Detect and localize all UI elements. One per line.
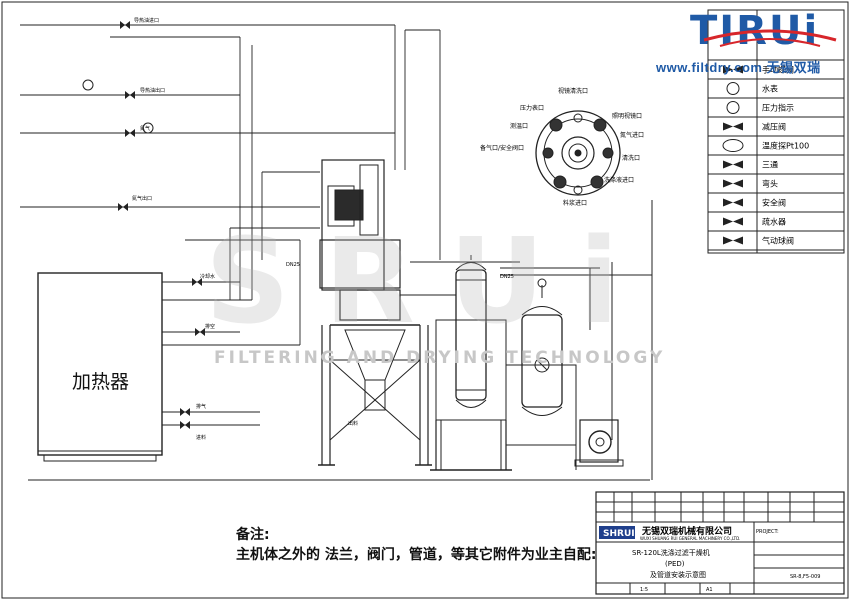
title-block-project: PROJECT: <box>756 529 779 535</box>
title-block-drawing-line1: SR-120L洗涤过滤干燥机 <box>632 548 710 557</box>
safety-icon <box>723 198 743 207</box>
title-block-company-en: WUXI SHUANG RUI GENERAL MACHINERY CO.,LT… <box>640 536 740 541</box>
legend-label: 减压阀 <box>762 122 786 132</box>
reducer-icon <box>723 122 743 131</box>
gauge-symbol-1 <box>82 79 94 91</box>
legend-label: 疏水器 <box>762 217 786 227</box>
brand-url-text: www.filtdry.com <box>656 60 763 75</box>
top-view-label-b: 压力表口 <box>520 104 544 112</box>
top-view-label-i: 料浆进口 <box>563 199 587 207</box>
pipe-label-1: 导热油进口 <box>134 17 159 24</box>
top-view-label-e: 氮气进口 <box>620 131 644 139</box>
logo-swoosh-icon <box>703 29 837 47</box>
top-view-label-c: 照明视镜口 <box>612 112 642 120</box>
brand-cn: 无锡双瑞 <box>766 60 821 75</box>
pneumatic-icon <box>723 236 743 245</box>
pipe-label-dn25b: DN25 <box>500 274 514 280</box>
TIC-icon <box>722 139 744 152</box>
pipe-label-5: 冷却水 <box>200 273 215 280</box>
top-view-label-h: 洗涤液进口 <box>604 176 634 184</box>
top-view <box>535 110 621 196</box>
title-block-scale: 1:5 <box>640 587 648 593</box>
watermark-text: FILTERING AND DRYING TECHNOLOGY <box>214 348 666 368</box>
filter-dryer <box>318 159 432 466</box>
circle-P-icon <box>726 101 740 114</box>
title-block-brand: SHRUI <box>603 529 635 539</box>
legend-label: 气动球阀 <box>762 236 794 246</box>
legend-label: 弯头 <box>762 179 778 189</box>
heater-group <box>37 272 163 462</box>
legend-label: 手动蝶阀 <box>762 65 794 75</box>
top-view-label-f: 备气口/安全阀口 <box>480 144 524 152</box>
vacuum-pump <box>574 419 624 467</box>
heater-box <box>37 272 163 456</box>
pipe-label-7: 排气 <box>196 403 206 410</box>
title-block-drawing-line3: 及管道安装示意图 <box>650 570 706 579</box>
tee-icon <box>723 160 743 169</box>
watermark-brand: SRUi <box>205 212 654 350</box>
left-valves <box>118 21 205 429</box>
notes-title: 备注: <box>236 527 270 543</box>
title-block <box>595 491 845 595</box>
gauge-symbol-2 <box>142 122 154 134</box>
title-block-drawing-line2: (PED) <box>665 560 685 568</box>
title-block-sheet: A1 <box>706 587 713 593</box>
legend-label: 三通 <box>762 160 778 170</box>
pipe-label-dn25a: DN25 <box>286 262 300 268</box>
title-block-logo <box>599 526 635 539</box>
title-block-drawing-no: SR-8,F5-009 <box>790 574 820 580</box>
top-view-label-g: 清洗口 <box>622 154 640 162</box>
elbow-icon <box>723 179 743 188</box>
heater-label: 加热器 <box>72 371 130 393</box>
brand-url: www.filtdry.com 无锡双瑞 <box>656 57 821 76</box>
pipe-label-4: 氮气出口 <box>132 195 152 202</box>
pipe-label-6: 排空 <box>205 323 215 330</box>
left-pipelines <box>20 24 650 481</box>
pipe-label-2: 导热油出口 <box>140 87 165 94</box>
pipe-label-9: 出料 <box>348 420 358 427</box>
top-view-label-d: 测温口 <box>510 122 528 130</box>
heater-foot <box>43 454 157 462</box>
legend-label: 温度探Pt100 <box>762 141 809 151</box>
strainer-icon <box>723 217 743 226</box>
legend-label: 压力指示 <box>762 103 794 113</box>
pipe-label-3: 氮气 <box>140 125 150 132</box>
title-block-company-cn: 无锡双瑞机械有限公司 <box>641 525 732 537</box>
legend-label: 水表 <box>762 84 778 94</box>
legend-label: 安全阀 <box>762 198 786 208</box>
notes-text: 主机体之外的 法兰，阀门，管道，等其它附件为业主自配: <box>236 547 597 563</box>
valve-icon <box>723 65 743 74</box>
circle-T-icon <box>726 82 740 95</box>
top-view-label-a: 视镜清洗口 <box>558 87 588 95</box>
pipe-label-8: 进料 <box>196 434 206 441</box>
